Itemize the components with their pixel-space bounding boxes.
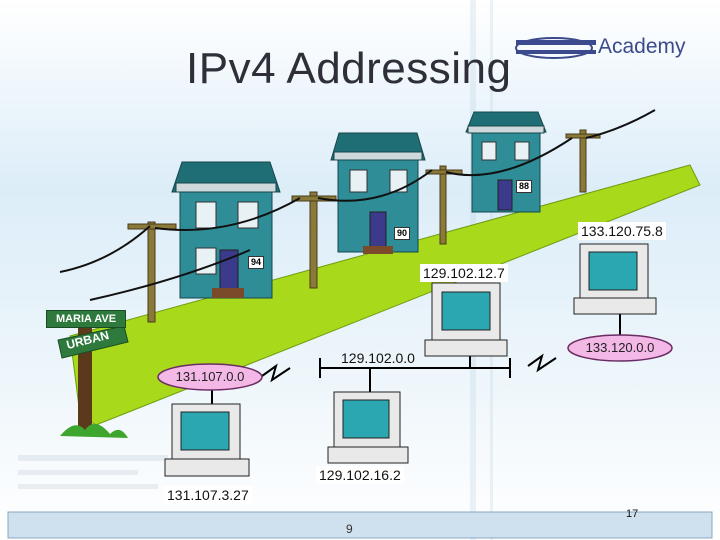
slide-number: 17 — [626, 508, 639, 520]
network-label-middle: 129.102.0.0 — [341, 350, 415, 366]
host-label-lower-middle: 129.102.16.2 — [316, 466, 404, 484]
academy-logo — [515, 37, 596, 59]
computer-upper-middle — [424, 282, 508, 357]
network-bus — [211, 314, 621, 404]
page-number: 9 — [346, 522, 353, 536]
power-lines — [59, 109, 656, 301]
house-number-88: 88 — [516, 180, 533, 193]
street-sign: MARIA AVE — [46, 310, 126, 328]
house-number-90: 90 — [394, 227, 411, 240]
host-label-lower-left: 131.107.3.27 — [164, 486, 252, 504]
street-sign-post — [57, 325, 129, 438]
network-ellipse-right — [567, 334, 673, 362]
computer-lower-left — [164, 403, 250, 477]
host-label-upper-middle: 129.102.12.7 — [420, 264, 508, 282]
computer-upper-right — [573, 243, 657, 315]
network-ellipse-left — [157, 363, 263, 391]
house-88 — [465, 111, 547, 213]
network-label-left: 131.107.0.0 — [175, 369, 245, 384]
utility-poles — [127, 129, 601, 323]
house-number-94: 94 — [248, 256, 265, 269]
page-title: IPv4 Addressing — [186, 44, 512, 93]
computer-lower-middle — [327, 391, 409, 464]
footer-bar — [7, 511, 713, 539]
house-94 — [171, 161, 281, 299]
host-label-upper-right: 133.120.75.8 — [578, 222, 666, 240]
network-label-right: 133.120.0.0 — [585, 340, 655, 355]
logo-text: Academy — [598, 35, 686, 58]
house-90 — [330, 132, 426, 254]
